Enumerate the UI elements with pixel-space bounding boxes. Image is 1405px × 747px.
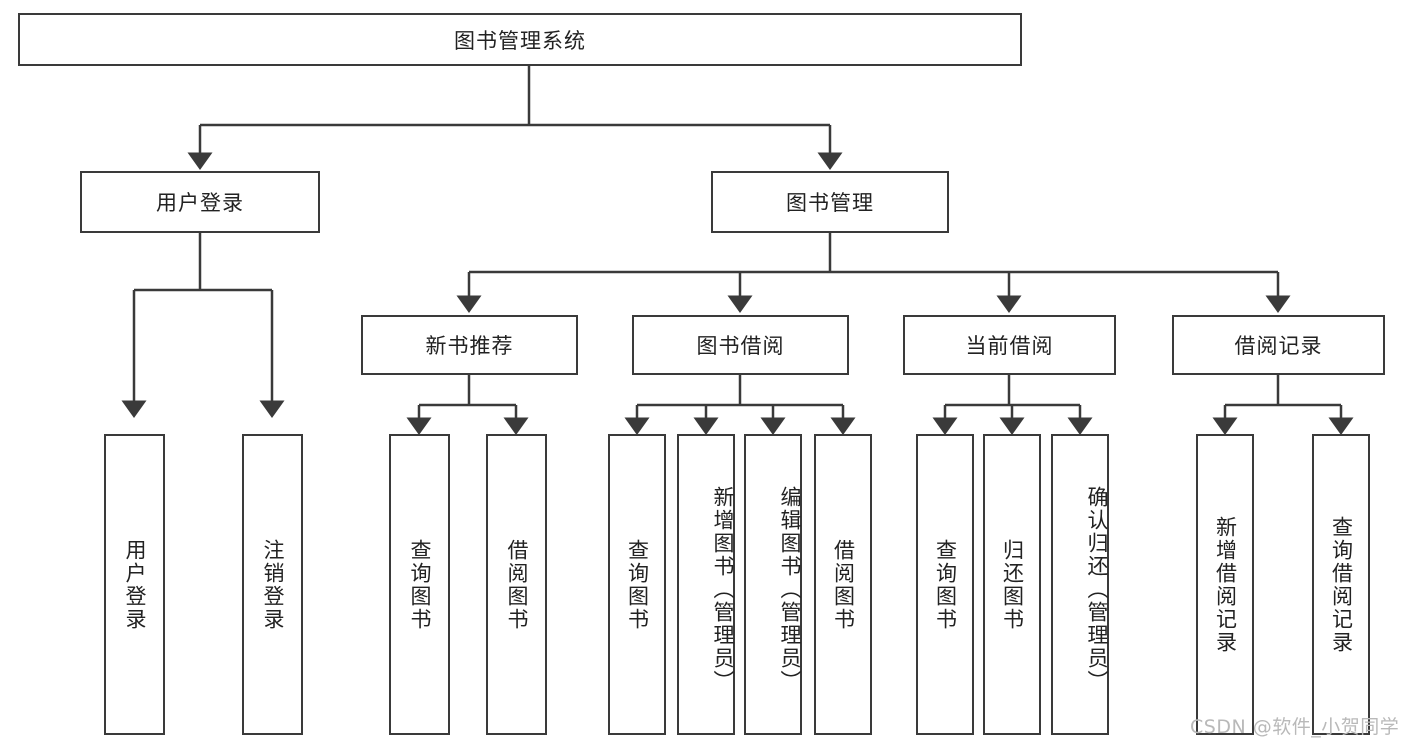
node-new-book-recommend[interactable]: 新书推荐 — [361, 315, 578, 375]
node-label: 图书管理 — [786, 191, 874, 215]
node-label: 查询图书 — [933, 538, 958, 631]
node-label: 借阅图书 — [505, 538, 529, 631]
leaf-query-borrow-record[interactable]: 查询借阅记录 — [1312, 434, 1370, 735]
node-label: 注销登录 — [261, 538, 285, 631]
node-user-login[interactable]: 用户登录 — [80, 171, 320, 233]
node-label: 用户登录 — [156, 191, 244, 215]
node-label: 用户登录 — [123, 538, 147, 631]
node-label: 确认归还（管理员） — [1085, 486, 1109, 693]
leaf-add-book-admin[interactable]: 新增图书（管理员） — [677, 434, 735, 735]
node-book-management[interactable]: 图书管理 — [711, 171, 949, 233]
node-book-borrow[interactable]: 图书借阅 — [632, 315, 849, 375]
node-label: 查询图书 — [408, 538, 432, 631]
node-root[interactable]: 图书管理系统 — [18, 13, 1022, 66]
node-label: 新增借阅记录 — [1213, 515, 1238, 654]
leaf-logout[interactable]: 注销登录 — [242, 434, 303, 735]
leaf-query-book-borrow[interactable]: 查询图书 — [608, 434, 666, 735]
leaf-return-book[interactable]: 归还图书 — [983, 434, 1041, 735]
node-label: 新增图书（管理员） — [711, 486, 735, 693]
leaf-borrow-book-recommend[interactable]: 借阅图书 — [486, 434, 547, 735]
node-label: 归还图书 — [1000, 538, 1025, 631]
node-label: 编辑图书（管理员） — [778, 486, 802, 693]
node-label: 借阅图书 — [831, 538, 856, 631]
leaf-borrow-book[interactable]: 借阅图书 — [814, 434, 872, 735]
node-borrow-record[interactable]: 借阅记录 — [1172, 315, 1385, 375]
leaf-add-borrow-record[interactable]: 新增借阅记录 — [1196, 434, 1254, 735]
node-label: 查询图书 — [625, 538, 650, 631]
node-label: 查询借阅记录 — [1329, 515, 1354, 654]
leaf-edit-book-admin[interactable]: 编辑图书（管理员） — [744, 434, 802, 735]
node-label: 新书推荐 — [425, 334, 514, 358]
node-current-borrow[interactable]: 当前借阅 — [903, 315, 1116, 375]
leaf-query-book-current[interactable]: 查询图书 — [916, 434, 974, 735]
leaf-user-login[interactable]: 用户登录 — [104, 434, 165, 735]
node-label: 图书管理系统 — [454, 28, 586, 53]
node-label: 借阅记录 — [1234, 334, 1323, 358]
leaf-confirm-return-admin[interactable]: 确认归还（管理员） — [1051, 434, 1109, 735]
watermark: CSDN @软件_小贺同学 — [1190, 716, 1400, 738]
node-label: 当前借阅 — [965, 334, 1054, 358]
node-label: 图书借阅 — [696, 334, 785, 358]
leaf-query-book-recommend[interactable]: 查询图书 — [389, 434, 450, 735]
